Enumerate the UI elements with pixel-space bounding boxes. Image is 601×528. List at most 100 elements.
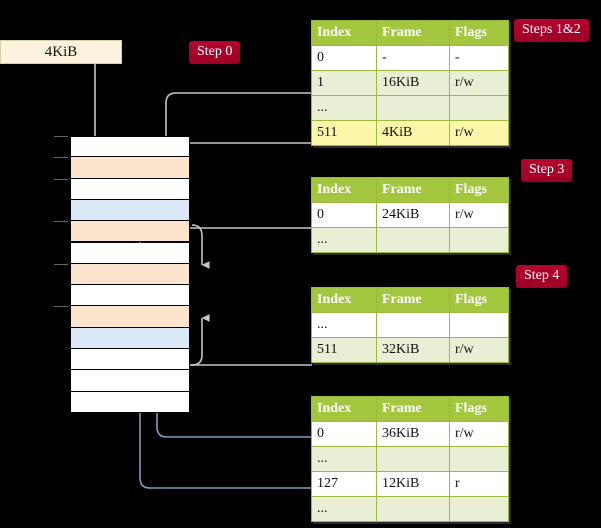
- memory-frame-row: [70, 370, 190, 392]
- cell-flags: -: [449, 45, 509, 71]
- cell-frame: [376, 95, 450, 121]
- memory-tick-mark: [54, 157, 68, 159]
- step-label-step4: Step 4: [516, 265, 568, 288]
- memory-frame-row: [70, 136, 190, 158]
- table-header-row: Index Frame Flags: [311, 287, 509, 313]
- column-header-flags: Flags: [449, 177, 509, 203]
- cell-index: ...: [311, 227, 377, 253]
- cell-index: 1: [311, 70, 377, 96]
- column-header-frame: Frame: [376, 20, 450, 46]
- cell-frame: [376, 496, 450, 522]
- cell-flags: r/w: [449, 70, 509, 96]
- memory-frame-row: [70, 242, 190, 264]
- cell-frame: [376, 446, 450, 472]
- cell-frame: [376, 227, 450, 253]
- cell-frame: 32KiB: [376, 337, 450, 363]
- cell-frame: 36KiB: [376, 421, 450, 447]
- cell-index: 0: [311, 202, 377, 228]
- table-row: 0--: [311, 45, 509, 71]
- memory-tick-mark: [54, 178, 68, 180]
- wire-step4: [190, 314, 312, 366]
- wire-steps12: [165, 92, 312, 156]
- memory-tick-mark: [54, 263, 68, 265]
- cell-flags: [449, 312, 509, 338]
- column-header-index: Index: [311, 287, 377, 313]
- table-row: ...: [311, 446, 509, 472]
- table-row: ...: [311, 95, 509, 121]
- cell-index: 511: [311, 120, 377, 146]
- cell-frame: 16KiB: [376, 70, 450, 96]
- memory-frame-row: [70, 306, 190, 328]
- cell-flags: r/w: [449, 120, 509, 146]
- column-header-frame: Frame: [376, 287, 450, 313]
- cell-flags: r/w: [449, 421, 509, 447]
- cell-index: 0: [311, 45, 377, 71]
- cell-index: ...: [311, 95, 377, 121]
- cell-flags: [449, 227, 509, 253]
- memory-tick-mark: [54, 221, 68, 223]
- cell-flags: [449, 446, 509, 472]
- step-label-step0: Step 0: [189, 41, 241, 64]
- cell-flags: r: [449, 471, 509, 497]
- table-header-row: Index Frame Flags: [311, 177, 509, 203]
- cell-flags: [449, 95, 509, 121]
- cell-index: 127: [311, 471, 377, 497]
- column-header-index: Index: [311, 20, 377, 46]
- cell-index: 0: [311, 421, 377, 447]
- table-header-row: Index Frame Flags: [311, 396, 509, 422]
- cell-index: 511: [311, 337, 377, 363]
- column-header-index: Index: [311, 177, 377, 203]
- memory-tick-mark: [54, 136, 68, 137]
- step-label-step3: Step 3: [521, 159, 573, 182]
- memory-frame-row: [70, 199, 190, 222]
- column-header-index: Index: [311, 396, 377, 422]
- cell-index: ...: [311, 446, 377, 472]
- memory-frame-row: [70, 327, 190, 349]
- cell-frame: 12KiB: [376, 471, 450, 497]
- memory-tick-mark: [54, 306, 68, 308]
- cell-frame: 4KiB: [376, 120, 450, 146]
- cell-index: ...: [311, 312, 377, 338]
- memory-frame-row: [70, 157, 190, 179]
- memory-frame-row: [70, 391, 190, 413]
- memory-frame-row: [70, 178, 190, 200]
- column-header-flags: Flags: [449, 287, 509, 313]
- virtual-address-box: 4KiB: [0, 40, 122, 64]
- cell-flags: r/w: [449, 202, 509, 228]
- column-header-flags: Flags: [449, 396, 509, 422]
- memory-frame-row: [70, 285, 190, 307]
- column-header-frame: Frame: [376, 177, 450, 203]
- cell-frame: 24KiB: [376, 202, 450, 228]
- table-header-row: Index Frame Flags: [311, 20, 509, 46]
- wire-level4-returns: [139, 207, 312, 489]
- cell-frame: -: [376, 45, 450, 71]
- physical-memory-column: [54, 136, 190, 413]
- table-row: ...: [311, 312, 509, 338]
- table-row: ...: [311, 227, 509, 253]
- memory-frame-row: [70, 263, 190, 286]
- column-header-frame: Frame: [376, 396, 450, 422]
- step-label-steps1and2: Steps 1&2: [514, 19, 589, 42]
- cell-flags: r/w: [449, 337, 509, 363]
- memory-frame-row: [70, 221, 190, 243]
- memory-frame-row: [70, 349, 190, 371]
- cell-flags: [449, 496, 509, 522]
- cell-frame: [376, 312, 450, 338]
- table-row: ...: [311, 496, 509, 522]
